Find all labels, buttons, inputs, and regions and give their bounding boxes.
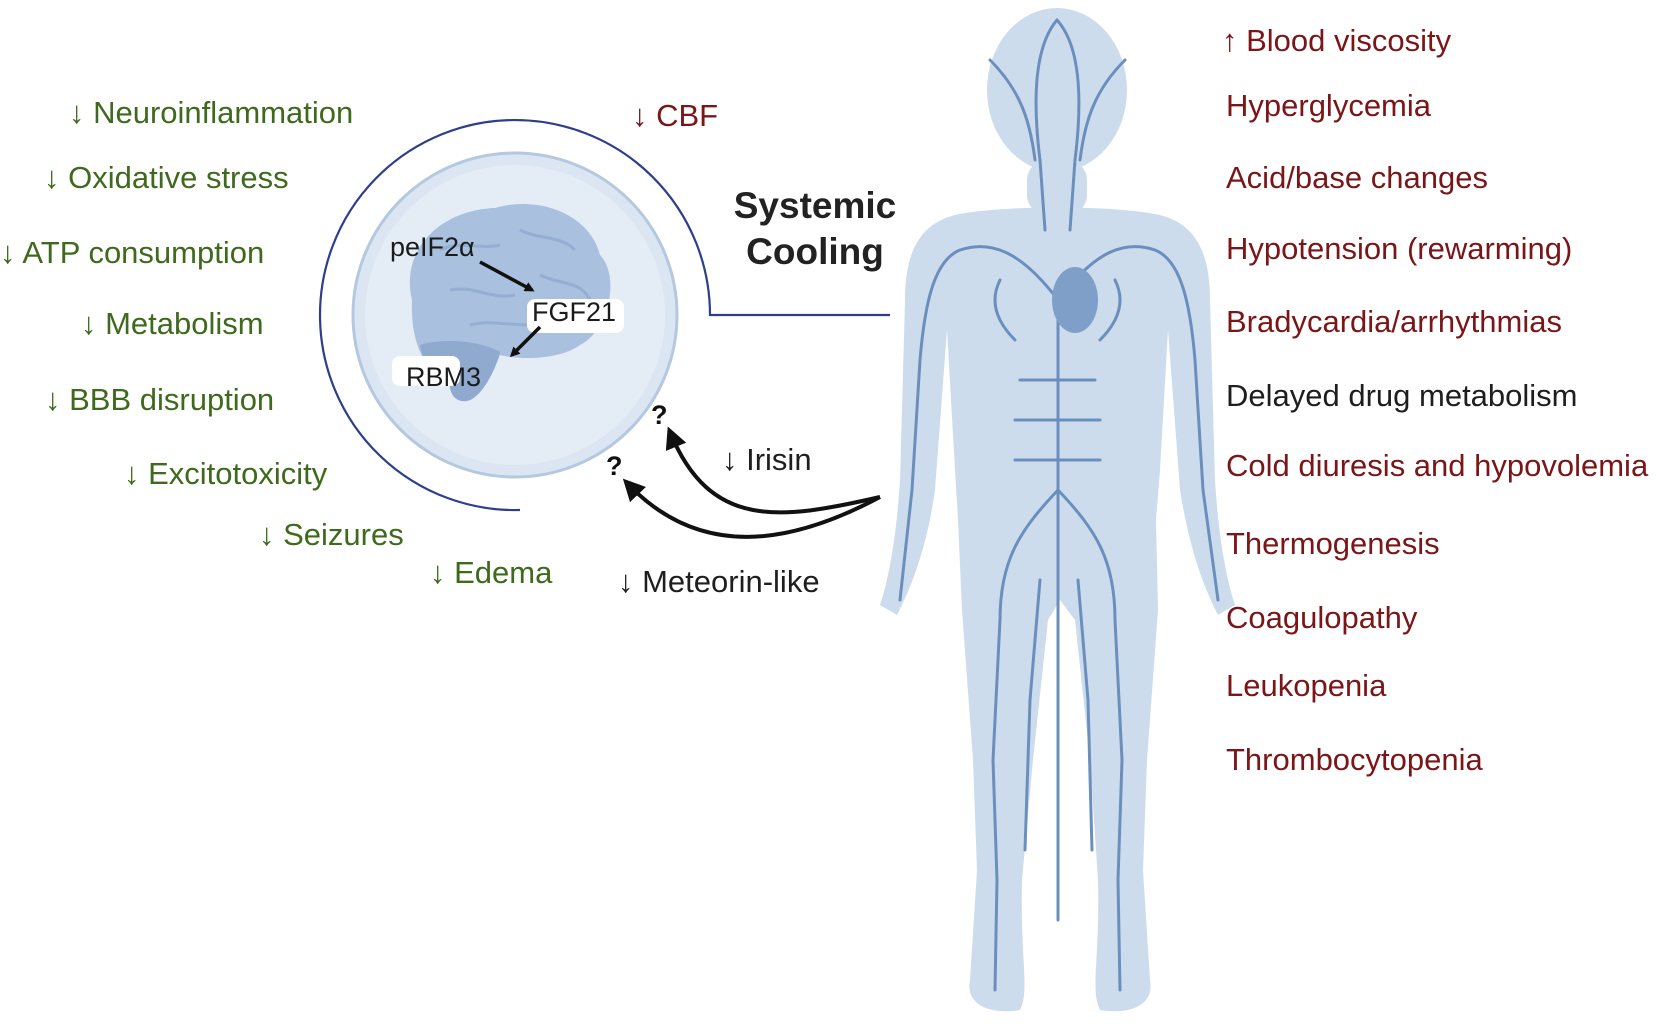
systemic-effect-thrombocytopenia: Thrombocytopenia xyxy=(1226,742,1483,777)
arrow-peif2a-fgf21 xyxy=(479,260,535,292)
systemic-effect-bradycardia: Bradycardia/arrhythmias xyxy=(1226,304,1562,339)
arrow-meteorin xyxy=(622,478,881,539)
brain-icon xyxy=(392,204,624,402)
cbf-label: ↓ CBF xyxy=(632,98,719,133)
systemic-effect-cold-diuresis: Cold diuresis and hypovolemia xyxy=(1226,448,1649,483)
systemic-cooling-line2: Cooling xyxy=(746,231,884,272)
peif2a-label: peIF2α xyxy=(390,232,475,262)
vessel-network xyxy=(898,18,1220,992)
outer-ring xyxy=(318,119,890,512)
brain-effect-edema: ↓ Edema xyxy=(430,555,553,590)
question-mark-meteorin: ? xyxy=(606,451,623,481)
arrow-fgf21-rbm3 xyxy=(509,325,542,358)
brain-effect-atp-consumption: ↓ ATP consumption xyxy=(0,235,265,270)
fgf21-label: FGF21 xyxy=(532,297,617,327)
systemic-effect-leukopenia: Leukopenia xyxy=(1226,668,1387,703)
systemic-cooling-line1: Systemic xyxy=(733,185,897,226)
systemic-effect-blood-viscosity: ↑ Blood viscosity xyxy=(1222,23,1452,58)
systemic-effect-hypotension: Hypotension (rewarming) xyxy=(1226,231,1573,266)
brain-effect-seizures: ↓ Seizures xyxy=(259,517,404,552)
rbm3-label: RBM3 xyxy=(406,362,482,392)
heart-shape xyxy=(1052,267,1098,333)
brain-effect-oxidative-stress: ↓ Oxidative stress xyxy=(44,160,289,195)
brain-effect-metabolism: ↓ Metabolism xyxy=(81,306,264,341)
systemic-effect-hyperglycemia: Hyperglycemia xyxy=(1226,88,1432,123)
question-mark-irisin: ? xyxy=(651,400,668,430)
brain-effect-excitotoxicity: ↓ Excitotoxicity xyxy=(124,456,328,491)
meteorin-like-label: ↓ Meteorin-like xyxy=(618,564,820,599)
systemic-effect-thermogenesis: Thermogenesis xyxy=(1226,526,1440,561)
systemic-effect-delayed-drug-metabolism: Delayed drug metabolism xyxy=(1226,378,1578,413)
arrow-irisin xyxy=(665,426,881,515)
systemic-cooling-title: Systemic Cooling xyxy=(705,183,925,275)
systemic-effect-coagulopathy: Coagulopathy xyxy=(1226,600,1418,635)
systemic-effect-acid-base: Acid/base changes xyxy=(1226,160,1488,195)
irisin-label: ↓ Irisin xyxy=(722,442,812,477)
brain-effect-neuroinflammation: ↓ Neuroinflammation xyxy=(69,95,354,130)
brain-effect-bbb-disruption: ↓ BBB disruption xyxy=(45,382,275,417)
